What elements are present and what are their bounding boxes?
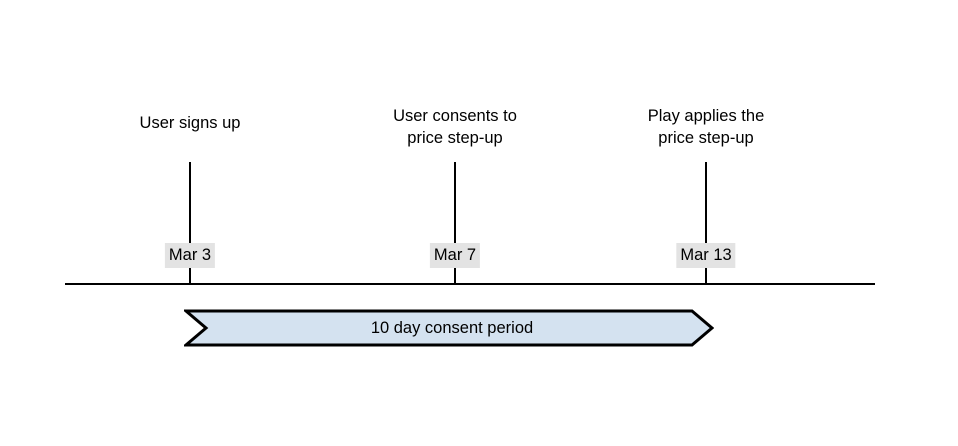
consent-period-banner: 10 day consent period (184, 308, 714, 348)
milestone-caption-line1: User consents to (393, 107, 517, 125)
milestone-stem (454, 162, 456, 284)
milestone-caption: User consents to price step-up (393, 105, 517, 149)
consent-period-banner-shape (184, 309, 714, 347)
milestone-stem (189, 162, 191, 284)
milestone-caption: User signs up (140, 112, 241, 134)
milestone-caption-line1: Play applies the (647, 107, 765, 125)
milestone-caption-line2: price step-up (658, 129, 754, 147)
milestone-caption-line1: User signs up (139, 114, 241, 132)
milestone-caption: Play applies the price step-up (648, 105, 765, 149)
milestone-caption-line2: price step-up (407, 129, 503, 147)
chevron-arrow-shape (184, 309, 714, 347)
timeline-axis (65, 283, 875, 285)
milestone-date-chip: Mar 13 (676, 243, 736, 268)
milestone-date-chip: Mar 3 (164, 243, 216, 268)
milestone-stem (705, 162, 707, 284)
milestone-date-chip: Mar 7 (429, 243, 481, 268)
